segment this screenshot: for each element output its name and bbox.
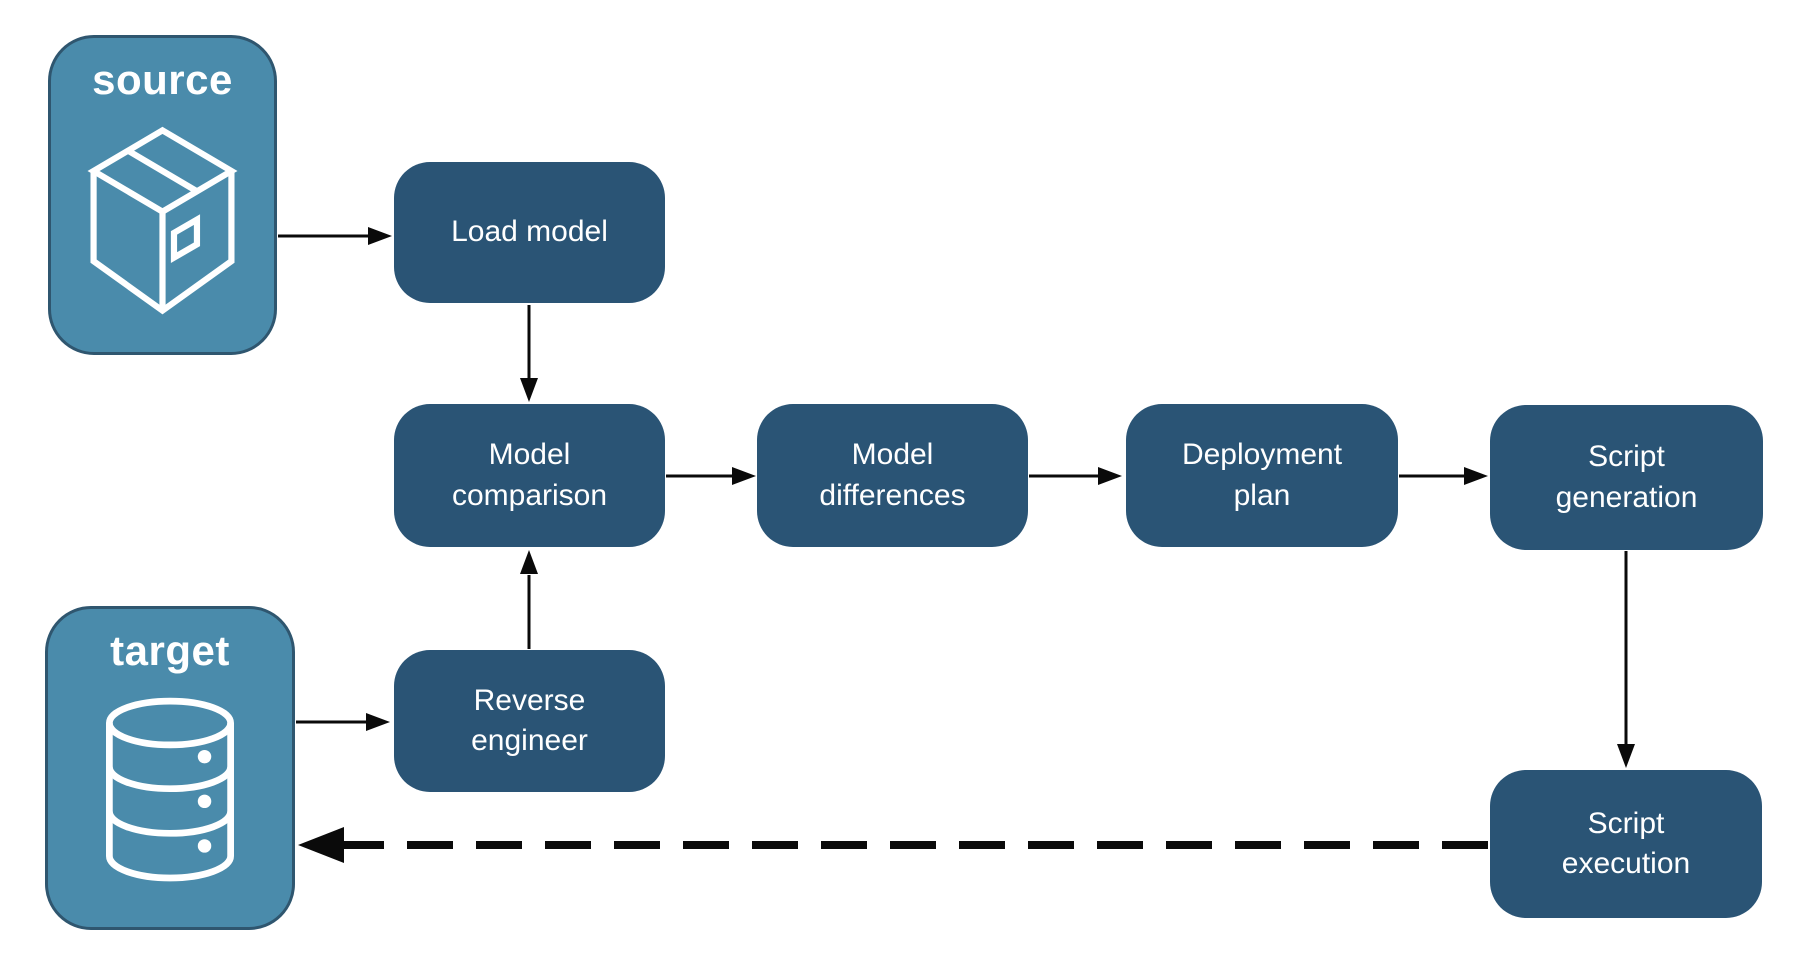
arrow-target-to-reverse-engineer [296,713,390,731]
node-load-model: Load model [394,162,665,303]
node-script-generation: Script generation [1490,405,1763,550]
arrow-source-to-load-model [278,227,392,245]
arrow-model-comparison-to-model-differences [666,467,756,485]
database-icon [106,697,234,882]
node-script-execution: Script execution [1490,770,1762,918]
target-label: target [110,627,230,674]
arrow-script-generation-to-script-execution [1617,551,1635,768]
source-endpoint: source [48,35,277,355]
node-reverse-engineer: Reverse engineer [394,650,665,792]
package-icon [87,126,238,315]
node-deployment-plan: Deployment plan [1126,404,1398,547]
node-model-differences: Model differences [757,404,1028,547]
arrow-load-model-to-model-comparison [520,305,538,402]
target-endpoint: target [45,606,295,930]
arrow-deployment-plan-to-script-generation [1399,467,1488,485]
arrow-reverse-engineer-to-model-comparison [520,550,538,649]
arrow-script-execution-to-target-dashed [298,827,1488,863]
source-label: source [92,56,233,103]
arrow-model-differences-to-deployment-plan [1029,467,1122,485]
node-model-comparison: Model comparison [394,404,665,547]
